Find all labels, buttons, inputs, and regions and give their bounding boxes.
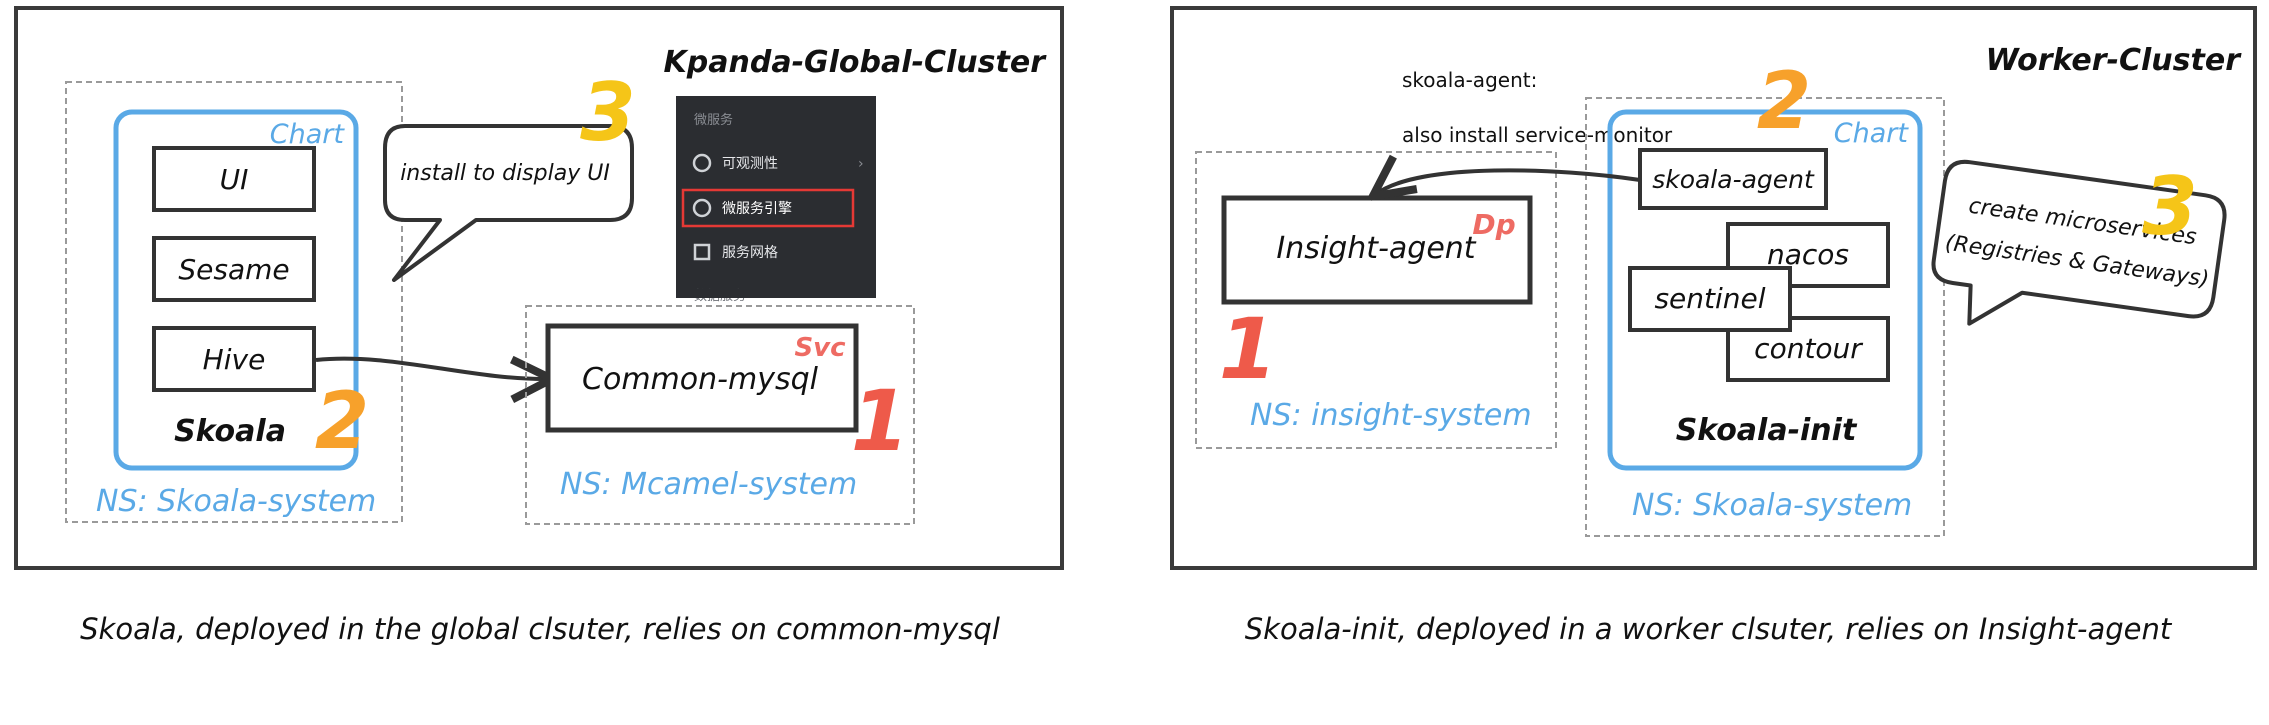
engine-icon (692, 198, 712, 218)
install-ui-callout-text: install to display UI (400, 161, 610, 186)
worker-cluster-panel: Worker-Cluster skoala-agent: also instal… (1170, 6, 2257, 646)
microservice-menu-screenshot: 微服务 可观测性 › 微服务引擎 服务网格 数据服务 (676, 96, 876, 304)
global-cluster-frame (14, 6, 1064, 570)
worker-skoala-system-namespace (1585, 97, 1945, 537)
skoala-system-namespace (65, 81, 403, 523)
insight-agent-label: Insight-agent (1276, 231, 1476, 266)
skoala-agent-note-line1: skoala-agent: (1402, 68, 1537, 92)
insight-system-ns-label: NS: insight-system (1250, 398, 1532, 433)
ui-component-box (152, 146, 316, 212)
install-ui-step-three: 3 (580, 66, 636, 159)
menu-item-observability[interactable]: 可观测性 › (692, 153, 864, 173)
nacos-component-label: nacos (1767, 238, 1849, 271)
common-mysql-label: Common-mysql (582, 362, 819, 397)
menu-item-engine-label: 微服务引擎 (722, 201, 792, 217)
menu-item-mesh-label: 服务网格 (722, 245, 778, 261)
menu-item-microservice-engine[interactable]: 微服务引擎 (681, 188, 855, 228)
menu-item-observability-label: 可观测性 (722, 156, 778, 172)
skoala-agent-component-label: skoala-agent (1652, 165, 1815, 194)
observability-icon (692, 153, 712, 173)
sesame-component-label: Sesame (178, 253, 289, 286)
skoala-chart-label: Chart (270, 119, 346, 150)
global-cluster-panel: Kpanda-Global-Cluster NS: Skoala-system … (14, 6, 1064, 646)
skoala-init-chart-box (1607, 109, 1923, 471)
hive-component-box (152, 326, 316, 392)
insight-system-namespace (1195, 151, 1557, 449)
insight-agent-tag: Dp (1472, 208, 1515, 241)
mcamel-system-ns-label: NS: Mcamel-system (560, 467, 857, 502)
nacos-component-box (1726, 222, 1890, 288)
worker-skoala-system-ns-label: NS: Skoala-system (1632, 488, 1912, 523)
skoala-agent-to-insight-arrow (1376, 170, 1641, 194)
mcamel-system-namespace (525, 305, 915, 525)
worker-cluster-title: Worker-Cluster (1986, 43, 2243, 78)
common-mysql-tag: Svc (794, 333, 846, 363)
sentinel-component-label: sentinel (1654, 282, 1765, 315)
create-microservices-callout: create microservices (Registries & Gatew… (1931, 159, 2227, 326)
install-ui-callout (383, 124, 634, 282)
skoala-init-chart-label: Chart (1834, 118, 1910, 149)
skoala-chart-box (113, 109, 359, 471)
hive-component-label: Hive (203, 343, 266, 376)
contour-component-label: contour (1754, 332, 1863, 365)
ui-component-label: UI (220, 163, 249, 196)
menu-section-title: 微服务 (694, 112, 733, 128)
menu-item-service-mesh[interactable]: 服务网格 (693, 243, 778, 261)
worker-cluster-frame (1170, 6, 2257, 570)
chevron-right-icon: › (858, 156, 864, 172)
global-cluster-title: Kpanda-Global-Cluster (664, 45, 1048, 80)
skoala-chart-name: Skoala (174, 414, 286, 449)
global-cluster-caption: Skoala, deployed in the global clsuter, … (80, 612, 1000, 646)
create-microservices-step-three: 3 (2142, 160, 2198, 253)
sesame-component-box (152, 236, 316, 302)
worker-cluster-caption: Skoala-init, deployed in a worker clsute… (1245, 612, 2173, 646)
skoala-agent-component-box (1638, 148, 1828, 210)
common-mysql-step-one: 1 (851, 372, 909, 470)
common-mysql-box (545, 323, 859, 433)
skoala-step-two: 2 (315, 377, 369, 467)
skoala-init-step-two: 2 (1757, 57, 1811, 147)
sentinel-component-box (1628, 266, 1792, 332)
mesh-icon (693, 243, 711, 261)
skoala-agent-note-line2: also install service-monitor (1402, 123, 1673, 147)
insight-agent-step-one: 1 (1219, 300, 1277, 398)
skoala-system-ns-label: NS: Skoala-system (96, 484, 376, 519)
insight-agent-box (1221, 195, 1533, 305)
hive-to-mysql-arrow (315, 359, 548, 379)
menu-item-highlight (681, 188, 855, 228)
skoala-init-chart-name: Skoala-init (1676, 413, 1858, 448)
